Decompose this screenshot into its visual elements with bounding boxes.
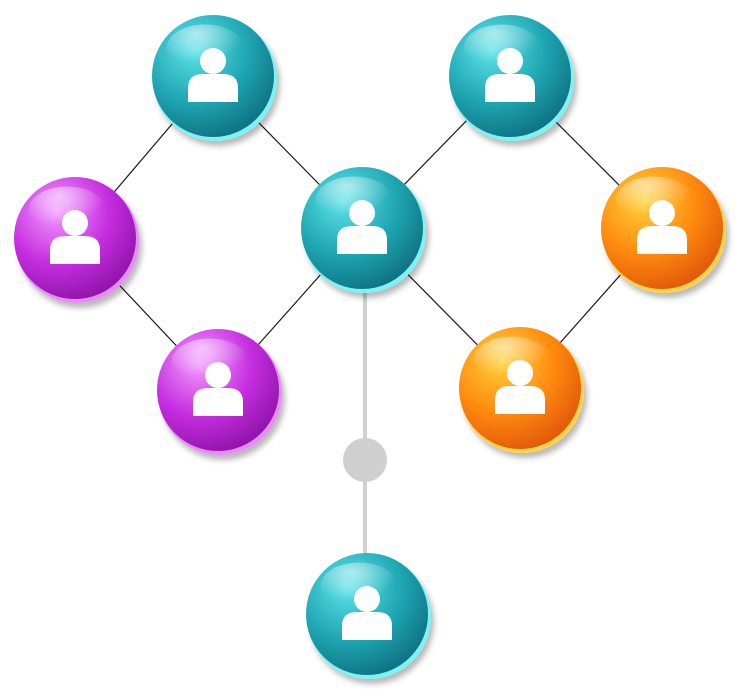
edges-layer xyxy=(74,75,663,614)
nodes-layer xyxy=(14,15,726,679)
person-icon xyxy=(342,586,392,640)
person-icon xyxy=(337,200,387,254)
person-icon xyxy=(637,200,687,254)
connector-dot xyxy=(343,438,387,482)
person-node-bottom[interactable] xyxy=(306,553,431,679)
person-node-left[interactable] xyxy=(14,177,139,303)
person-icon xyxy=(193,362,243,416)
person-node-bottom-right[interactable] xyxy=(459,327,584,453)
person-node-center[interactable] xyxy=(301,167,426,293)
person-icon xyxy=(50,210,100,264)
person-node-right[interactable] xyxy=(601,167,726,293)
person-node-top-right[interactable] xyxy=(449,15,574,141)
connectors-layer xyxy=(343,438,387,482)
person-icon xyxy=(495,360,545,414)
person-icon xyxy=(485,48,535,102)
person-node-top-left[interactable] xyxy=(152,15,277,141)
person-icon xyxy=(188,48,238,102)
person-node-bottom-left[interactable] xyxy=(157,329,282,455)
